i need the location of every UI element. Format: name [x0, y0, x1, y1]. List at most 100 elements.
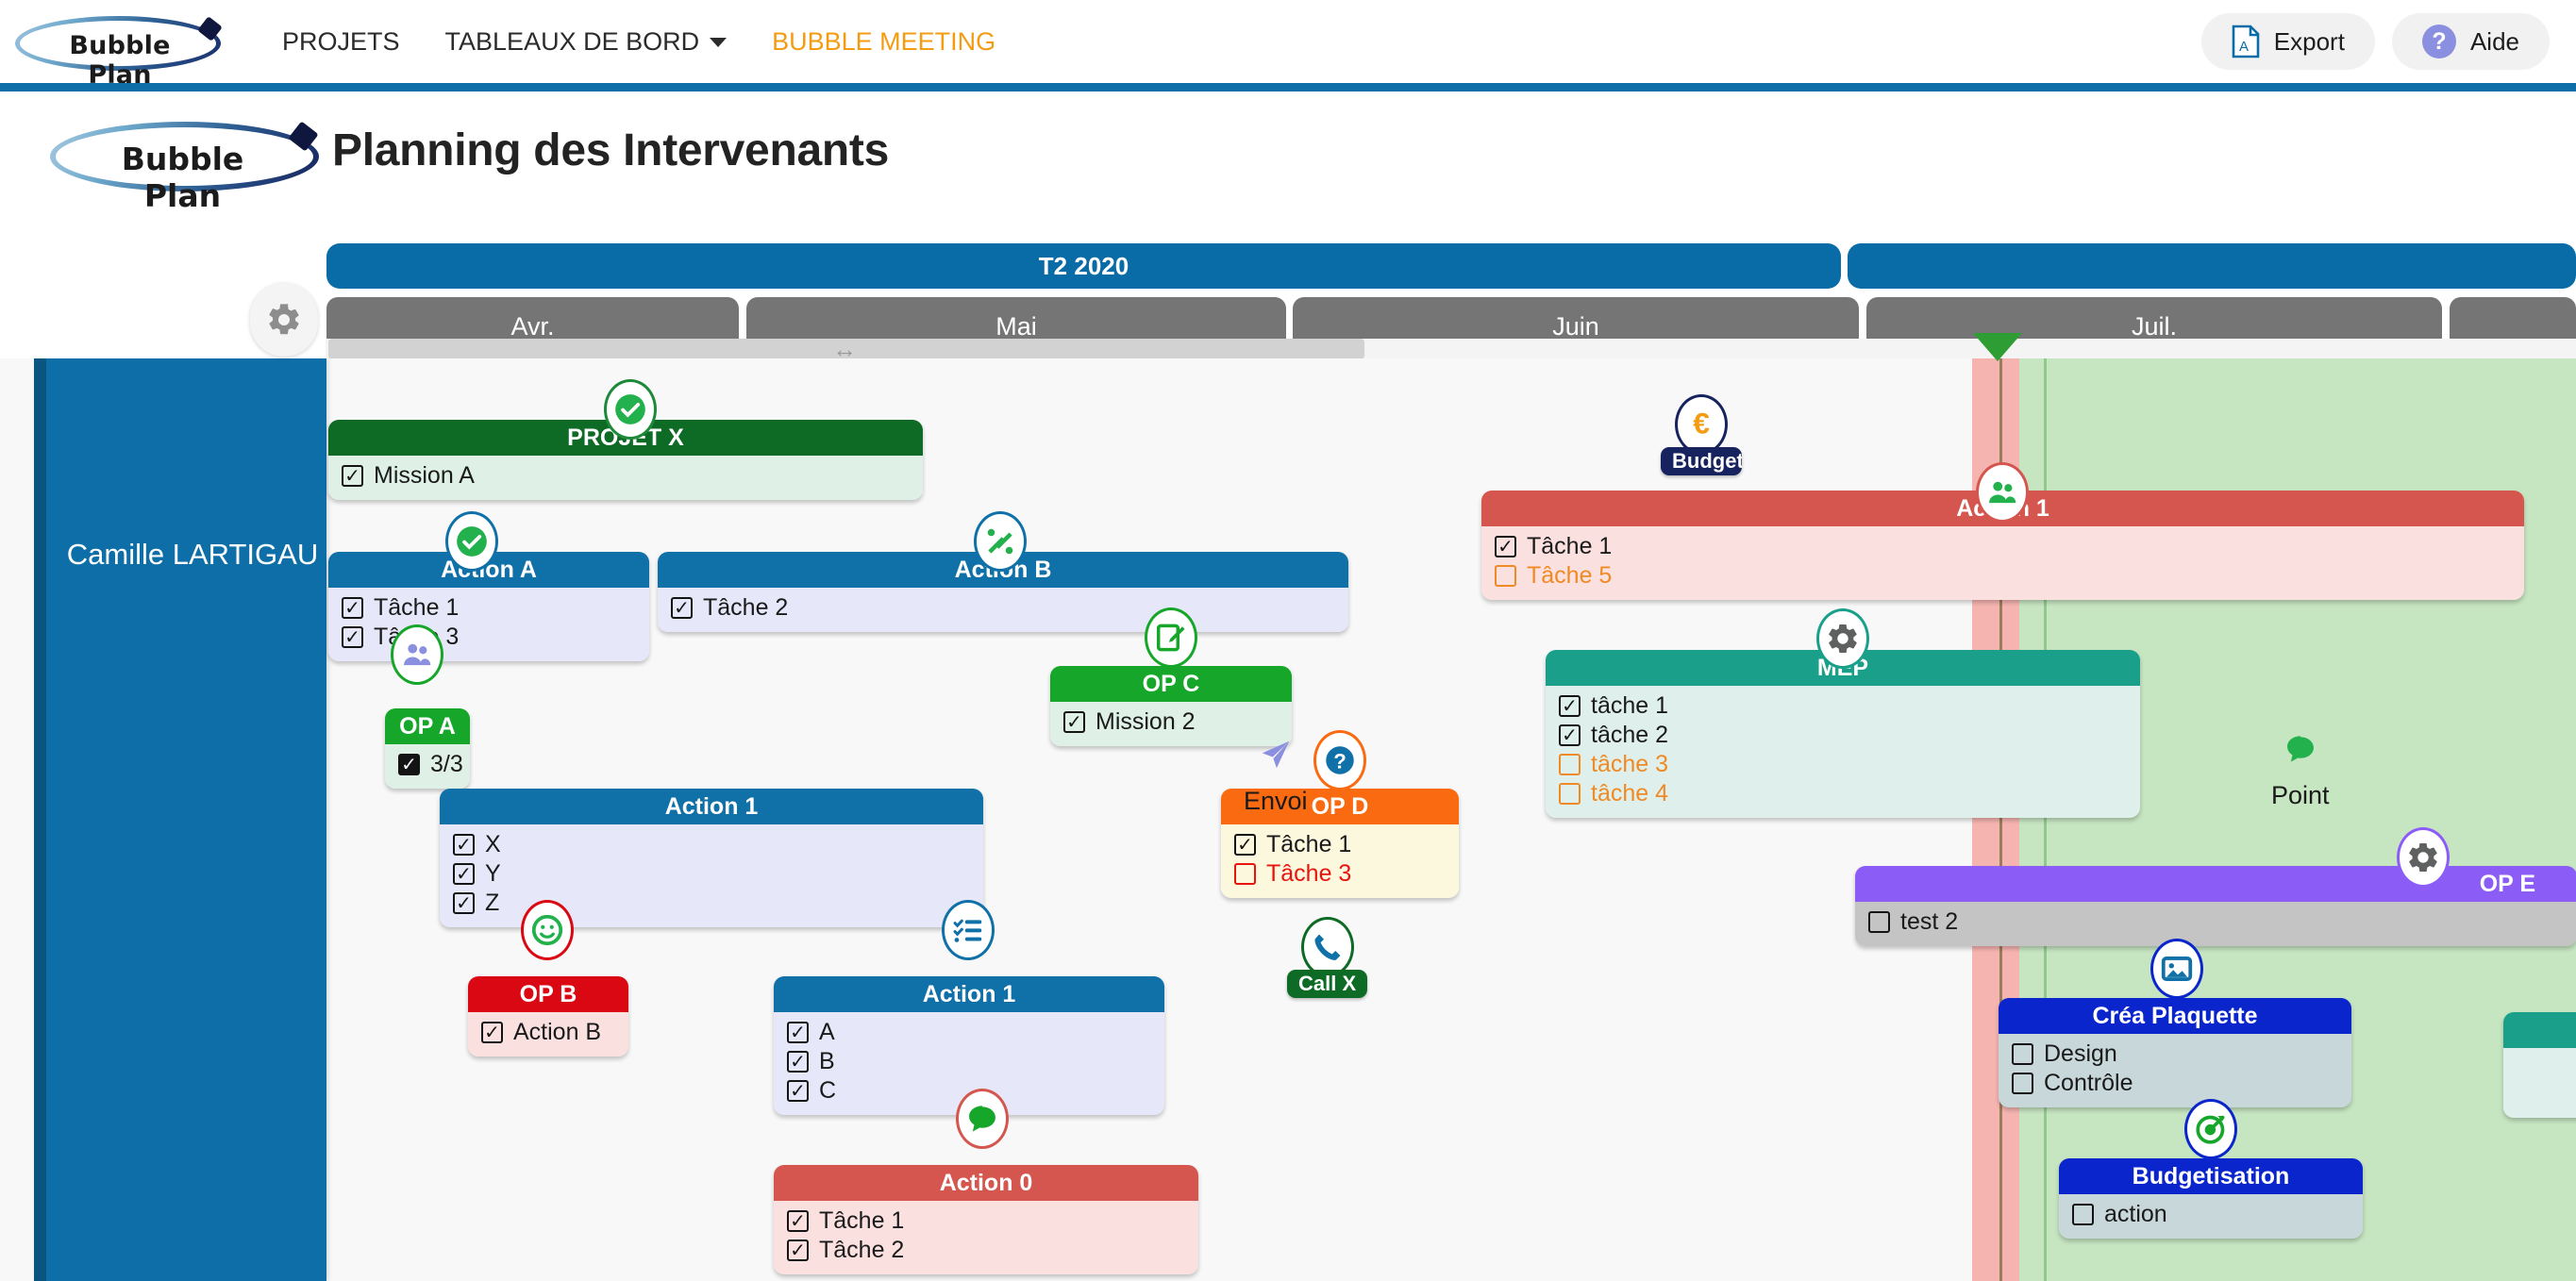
task-row[interactable]: action	[2059, 1200, 2363, 1229]
task-row[interactable]: ✓Tâche 3	[328, 623, 649, 652]
task-card[interactable]: OP B✓Action B	[468, 976, 628, 1056]
task-row[interactable]: Contrôle	[1999, 1069, 2351, 1098]
task-row[interactable]: Tâche 5	[1481, 561, 2524, 591]
export-button[interactable]: A Export	[2200, 13, 2375, 70]
checkbox-checked-icon[interactable]: ✓	[671, 597, 693, 619]
task-row[interactable]: tâche 3	[1546, 750, 2140, 779]
task-row[interactable]: ✓A	[774, 1018, 1164, 1047]
checkbox-checked-icon[interactable]: ✓	[1234, 834, 1256, 856]
task-row[interactable]: ✓Tâche 2	[774, 1236, 1198, 1265]
checkbox-checked-icon[interactable]: ✓	[398, 754, 420, 775]
chevron-down-icon	[710, 38, 728, 48]
task-row[interactable]: ✓Y	[440, 859, 983, 889]
task-row[interactable]: ✓Tâche 2	[658, 593, 1348, 623]
milestone[interactable]	[445, 511, 498, 572]
task-row[interactable]: ✓Tâche 1	[1221, 830, 1459, 859]
checkbox-checked-icon[interactable]	[1234, 863, 1256, 885]
milestone[interactable]: Point	[2271, 719, 2330, 810]
milestone[interactable]: €Budgetisa	[1661, 394, 1742, 475]
checkbox-checked-icon[interactable]: ✓	[1495, 536, 1516, 557]
svg-text:€: €	[1693, 407, 1710, 441]
milestone[interactable]: Call X	[1287, 917, 1368, 998]
task-row[interactable]: ✓Mission A	[328, 461, 923, 491]
timeline-quarter[interactable]	[1848, 243, 2576, 289]
checkbox-checked-icon[interactable]: ✓	[342, 626, 363, 648]
task-row[interactable]: ✓Tâche 1	[328, 593, 649, 623]
checkbox-checked-icon[interactable]	[1559, 754, 1581, 775]
task-row[interactable]: ✓Tâche 1	[774, 1206, 1198, 1236]
checkbox-unchecked-icon[interactable]	[2072, 1204, 2094, 1225]
timeline-quarter[interactable]: T2 2020	[326, 243, 1841, 289]
nav-item-projets[interactable]: PROJETS	[259, 27, 423, 57]
task-row[interactable]: ✓X	[440, 830, 983, 859]
milestone[interactable]: ?	[1313, 730, 1366, 790]
checkbox-checked-icon[interactable]: ✓	[453, 863, 475, 885]
task-row[interactable]: ✓B	[774, 1047, 1164, 1076]
timeline-scroll-grip-icon[interactable]: ↔	[832, 335, 857, 363]
milestone[interactable]	[2150, 939, 2203, 999]
task-row[interactable]: test 2	[1855, 907, 2576, 937]
milestone[interactable]	[391, 624, 443, 685]
task-row[interactable]: ✓Mission 2	[1050, 707, 1292, 737]
milestone[interactable]	[2184, 1099, 2237, 1159]
nav-underline	[0, 83, 2576, 92]
task-row[interactable]: ✓3/3	[385, 750, 470, 779]
task-card[interactable]	[2503, 1012, 2576, 1118]
checkbox-unchecked-icon[interactable]	[1868, 911, 1890, 933]
milestone[interactable]	[1145, 607, 1197, 668]
checkbox-checked-icon[interactable]: ✓	[787, 1080, 809, 1102]
milestone[interactable]	[956, 1089, 1009, 1149]
checkbox-checked-icon[interactable]: ✓	[1559, 724, 1581, 746]
checkbox-checked-icon[interactable]: ✓	[342, 465, 363, 487]
task-row[interactable]: Design	[1999, 1040, 2351, 1069]
nav-item-tableaux-de-bord[interactable]: TABLEAUX DE BORD	[423, 27, 750, 57]
task-row[interactable]: ✓tâche 1	[1546, 691, 2140, 721]
task-row[interactable]: ✓tâche 2	[1546, 721, 2140, 750]
help-button[interactable]: ? Aide	[2391, 13, 2550, 70]
checkbox-checked-icon[interactable]: ✓	[787, 1051, 809, 1073]
app-logo[interactable]: Bubble Plan	[8, 8, 239, 90]
milestone[interactable]	[604, 379, 657, 440]
checkbox-checked-icon[interactable]	[1495, 565, 1516, 587]
milestone[interactable]	[1816, 608, 1869, 669]
checkbox-checked-icon[interactable]: ✓	[481, 1022, 503, 1043]
checkbox-checked-icon[interactable]: ✓	[787, 1239, 809, 1261]
milestone[interactable]	[521, 900, 574, 960]
milestone[interactable]: Envoi	[1244, 724, 1308, 816]
milestone[interactable]	[974, 511, 1027, 572]
settings-gear-button[interactable]	[250, 283, 318, 357]
milestone[interactable]	[2397, 827, 2450, 888]
checkbox-checked-icon[interactable]: ✓	[787, 1210, 809, 1232]
task-card[interactable]: Action 0✓Tâche 1✓Tâche 2	[774, 1165, 1198, 1274]
task-row[interactable]: ✓Z	[440, 889, 983, 918]
timeline-scrollbar-thumb[interactable]	[328, 339, 1364, 359]
checkbox-checked-icon[interactable]: ✓	[453, 892, 475, 914]
checkbox-unchecked-icon[interactable]	[2012, 1043, 2033, 1065]
checkbox-checked-icon[interactable]: ✓	[1063, 711, 1085, 733]
task-row[interactable]: ✓C	[774, 1076, 1164, 1106]
task-row[interactable]: ✓Tâche 1	[1481, 532, 2524, 561]
task-card[interactable]: Action 1✓A✓B✓C	[774, 976, 1164, 1115]
nav-item-bubble-meeting[interactable]: BUBBLE MEETING	[749, 27, 1018, 57]
milestone[interactable]	[1976, 462, 2029, 523]
checkbox-checked-icon[interactable]	[1559, 783, 1581, 805]
resource-lane[interactable]: Camille LARTIGAU	[34, 358, 326, 1281]
checkbox-checked-icon[interactable]: ✓	[453, 834, 475, 856]
task-card[interactable]: OP A✓3/3	[385, 708, 470, 789]
checkbox-unchecked-icon[interactable]	[2012, 1073, 2033, 1094]
checkbox-checked-icon[interactable]: ✓	[787, 1022, 809, 1043]
checkbox-checked-icon[interactable]: ✓	[1559, 695, 1581, 717]
task-card-body: ✓Tâche 1✓Tâche 3	[328, 588, 649, 661]
task-row[interactable]: tâche 4	[1546, 779, 2140, 808]
task-row[interactable]: Tâche 3	[1221, 859, 1459, 889]
task-card[interactable]: OP C✓Mission 2	[1050, 666, 1292, 746]
page-title: Planning des Intervenants	[332, 125, 889, 175]
checkbox-checked-icon[interactable]: ✓	[342, 597, 363, 619]
task-row[interactable]: ✓Action B	[468, 1018, 628, 1047]
milestone[interactable]	[942, 900, 995, 960]
